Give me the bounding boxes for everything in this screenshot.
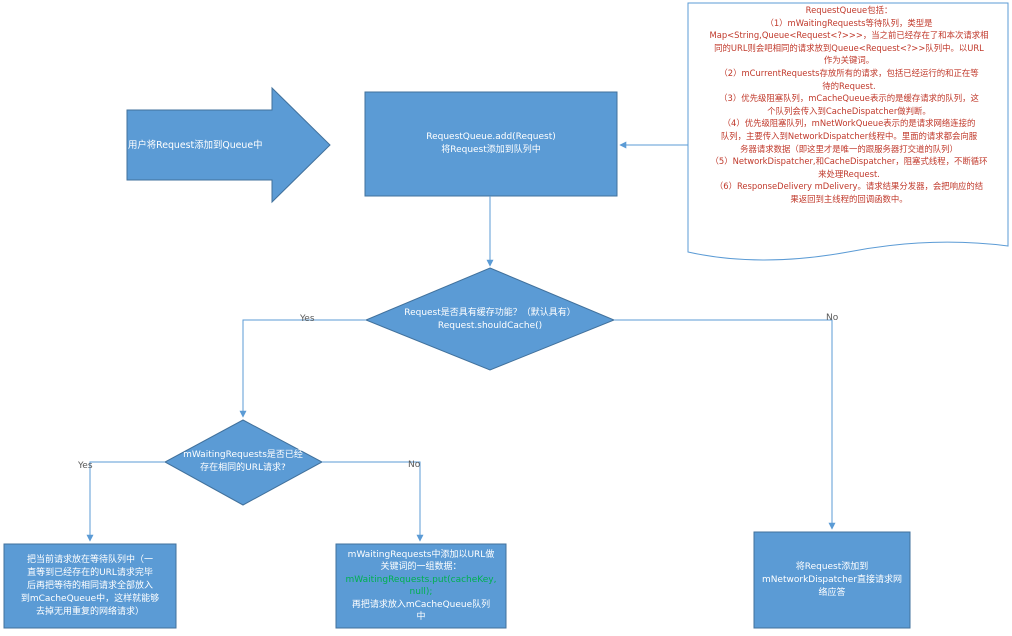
user-add-block-arrow [126, 86, 331, 204]
request-queue-note-text: RequestQueue包括： （1）mWaitingRequests等待队列，… [690, 4, 1008, 206]
note-line: 来处理Request. [818, 168, 880, 179]
decision2-no-connector [322, 461, 424, 542]
user-add-arrow-label: 用户将Request添加到Queue中 [128, 139, 263, 151]
put-code-line: null); [409, 587, 433, 597]
network-dispatcher-label: 将Request添加到 mNetworkDispatcher直接请求网 络应答 [761, 561, 903, 598]
should-cache-label: Request是否具有缓存功能？（默认具有） Request.shouldCac… [404, 308, 576, 331]
note-line: 果返回到主线程的回调函数中。 [790, 193, 908, 204]
note-title: RequestQueue包括： [805, 5, 893, 15]
note-line: （3）优先级阻塞队列，mCacheQueue表示的是缓存请求的队列，这 [719, 93, 979, 104]
waiting-requests-decision [163, 419, 324, 506]
decision1-yes-label: Yes [300, 314, 315, 324]
decision2-yes-label: Yes [78, 461, 93, 471]
put-waiting-requests-box [335, 543, 507, 629]
note-line: 队列，主要传入到NetworkDispatcher线程中。里面的请求都会向服 [720, 130, 978, 141]
note-line: （1）mWaitingRequests等待队列，类型是 [765, 17, 933, 28]
note-line: 同的URL则会吧相同的请求放到Queue<Request<?>>队列中。以URL [714, 42, 984, 53]
request-queue-add-box [364, 91, 618, 197]
note-line: （2）mCurrentRequests存放所有的请求，包括已经运行的和正在等 [719, 67, 979, 78]
should-cache-decision [364, 267, 616, 371]
note-line: Map<String,Queue<Request<?>>>，当之前已经存在了和本… [709, 30, 989, 41]
request-queue-note-shape [687, 2, 1009, 261]
decision2-no-label: No [408, 460, 421, 470]
put-code-line: mWaitingRequests.put(cacheKey, [345, 574, 497, 585]
note-line: 务器请求数据（即这里才是唯一的跟服务器打交道的队列） [740, 143, 958, 154]
note-line: 个队列会传入到CacheDispatcher做判断。 [767, 105, 931, 116]
waiting-requests-label: mWaitingRequests是否已经 存在相同的URL请求? [183, 450, 303, 473]
network-dispatcher-box [753, 531, 911, 629]
note-line: （4）优先级阻塞队列，mNetWorkQueue表示的是请求网络连接的 [722, 118, 976, 129]
note-line: （6）ResponseDelivery mDelivery。请求结果分发器，会把… [714, 181, 984, 192]
decision1-yes-connector [239, 319, 366, 418]
request-queue-add-label: RequestQueue.add(Request) 将Request添加到队列中 [426, 132, 556, 155]
waiting-queue-box [3, 543, 177, 629]
note-line: （5）NetworkDispatcher,和CacheDispatcher，阻塞… [710, 156, 988, 167]
decision1-no-connector [614, 319, 836, 530]
note-line: 待的Request. [822, 80, 876, 91]
waiting-queue-label: 把当前请求放在等待队列中（一 直等到已经存在的URL请求完毕 后再把等待的相同请… [20, 554, 160, 617]
decision2-yes-connector [86, 461, 165, 542]
decision1-no-label: No [826, 313, 839, 323]
put-waiting-requests-label: mWaitingRequests中添加以URL做 关键词的一组数据： mWait… [338, 545, 504, 627]
note-line: 作为关键词。 [823, 55, 875, 66]
